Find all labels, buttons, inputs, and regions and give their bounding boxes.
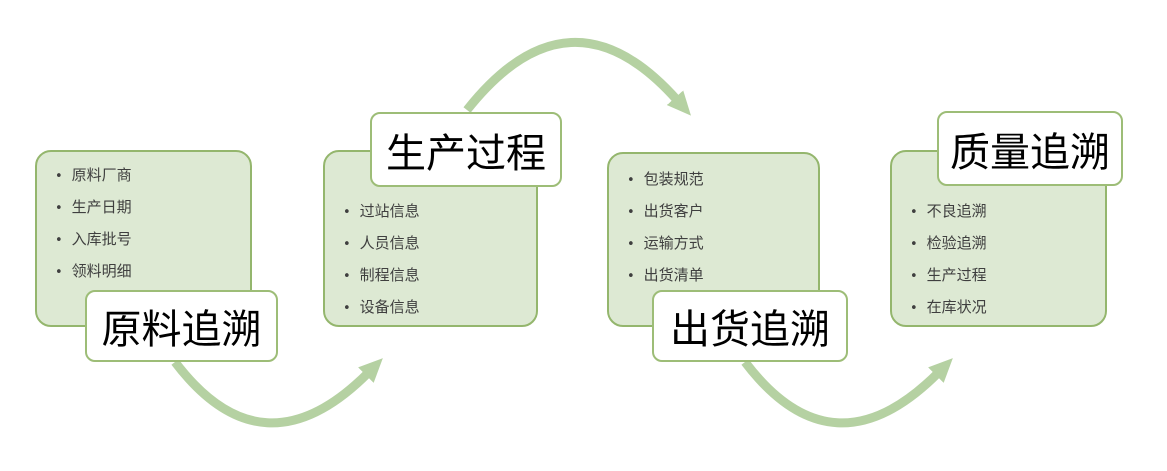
- list-item: •包装规范: [627, 164, 810, 196]
- list-item: •原料厂商: [55, 160, 242, 192]
- list-item: •人员信息: [343, 228, 528, 260]
- curved-arrow-icon: [463, 37, 691, 116]
- list-item: •运输方式: [627, 228, 810, 260]
- stage-label-production: 生产过程: [370, 112, 562, 187]
- curved-arrow-icon: [171, 358, 383, 428]
- bullet-icon: •: [910, 301, 918, 316]
- bullet-icon: •: [627, 205, 635, 220]
- list-item: •生产日期: [55, 192, 242, 224]
- bullet-icon: •: [343, 269, 351, 284]
- bullet-icon: •: [910, 205, 918, 220]
- list-item: •过站信息: [343, 196, 528, 228]
- list-item: •检验追溯: [910, 228, 1097, 260]
- bullet-icon: •: [627, 173, 635, 188]
- curved-arrow-icon: [741, 358, 953, 428]
- bullet-icon: •: [343, 301, 351, 316]
- bullet-list: •过站信息 •人员信息 •制程信息 •设备信息: [325, 152, 536, 324]
- list-item: •制程信息: [343, 260, 528, 292]
- bullet-list: •原料厂商 •生产日期 •入库批号 •领料明细: [37, 152, 250, 288]
- list-item: •出货清单: [627, 260, 810, 292]
- bullet-list: •不良追溯 •检验追溯 •生产过程 •在库状况: [892, 152, 1105, 324]
- list-item: •设备信息: [343, 292, 528, 324]
- stage-label-shipment: 出货追溯: [652, 290, 848, 362]
- stage-label-raw-material: 原料追溯: [85, 290, 278, 362]
- bullet-icon: •: [343, 237, 351, 252]
- bullet-icon: •: [55, 201, 63, 216]
- bullet-icon: •: [55, 233, 63, 248]
- bullet-icon: •: [910, 269, 918, 284]
- bullet-icon: •: [627, 237, 635, 252]
- bullet-icon: •: [627, 269, 635, 284]
- bullet-icon: •: [55, 169, 63, 184]
- bullet-list: •包装规范 •出货客户 •运输方式 •出货清单: [609, 154, 818, 292]
- list-item: •在库状况: [910, 292, 1097, 324]
- bullet-icon: •: [55, 265, 63, 280]
- list-item: •领料明细: [55, 256, 242, 288]
- stage-label-quality: 质量追溯: [937, 111, 1123, 186]
- list-item: •生产过程: [910, 260, 1097, 292]
- bullet-icon: •: [343, 205, 351, 220]
- list-item: •出货客户: [627, 196, 810, 228]
- list-item: •入库批号: [55, 224, 242, 256]
- list-item: •不良追溯: [910, 196, 1097, 228]
- bullet-icon: •: [910, 237, 918, 252]
